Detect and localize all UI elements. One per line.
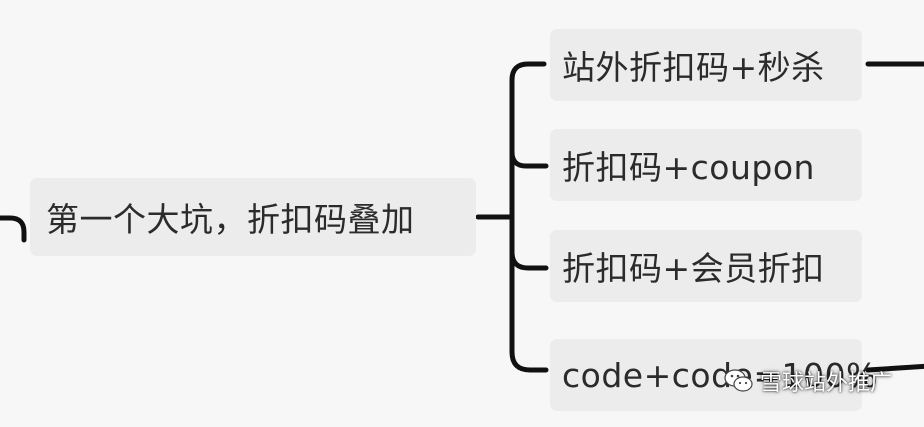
branch-connector-2 [509,149,549,169]
root-node[interactable]: 第一个大坑，折扣码叠加 [30,178,476,256]
branch-connector-3 [509,249,549,271]
branch-trunk-connector [509,61,549,373]
child-node-code-plus-code[interactable]: code+code=100% [550,339,877,411]
child-node-label: 折扣码+coupon [562,148,815,187]
root-incoming-connector [0,215,27,243]
root-node-label: 第一个大坑，折扣码叠加 [46,200,415,239]
child-node-label: 折扣码+会员折扣 [562,249,825,288]
child-node-code-member-discount[interactable]: 折扣码+会员折扣 [550,230,862,302]
watermark: 雪球站外推广 [724,365,892,397]
watermark-text: 雪球站外推广 [760,371,893,396]
child-node-label: code+code=100% [562,355,878,395]
child-4-outgoing-connector [865,363,924,373]
wechat-icon [724,368,754,394]
child-node-code-coupon[interactable]: 折扣码+coupon [550,129,862,201]
child-node-offsite-code-flash-sale[interactable]: 站外折扣码+秒杀 [550,29,862,101]
child-node-label: 站外折扣码+秒杀 [562,48,825,87]
